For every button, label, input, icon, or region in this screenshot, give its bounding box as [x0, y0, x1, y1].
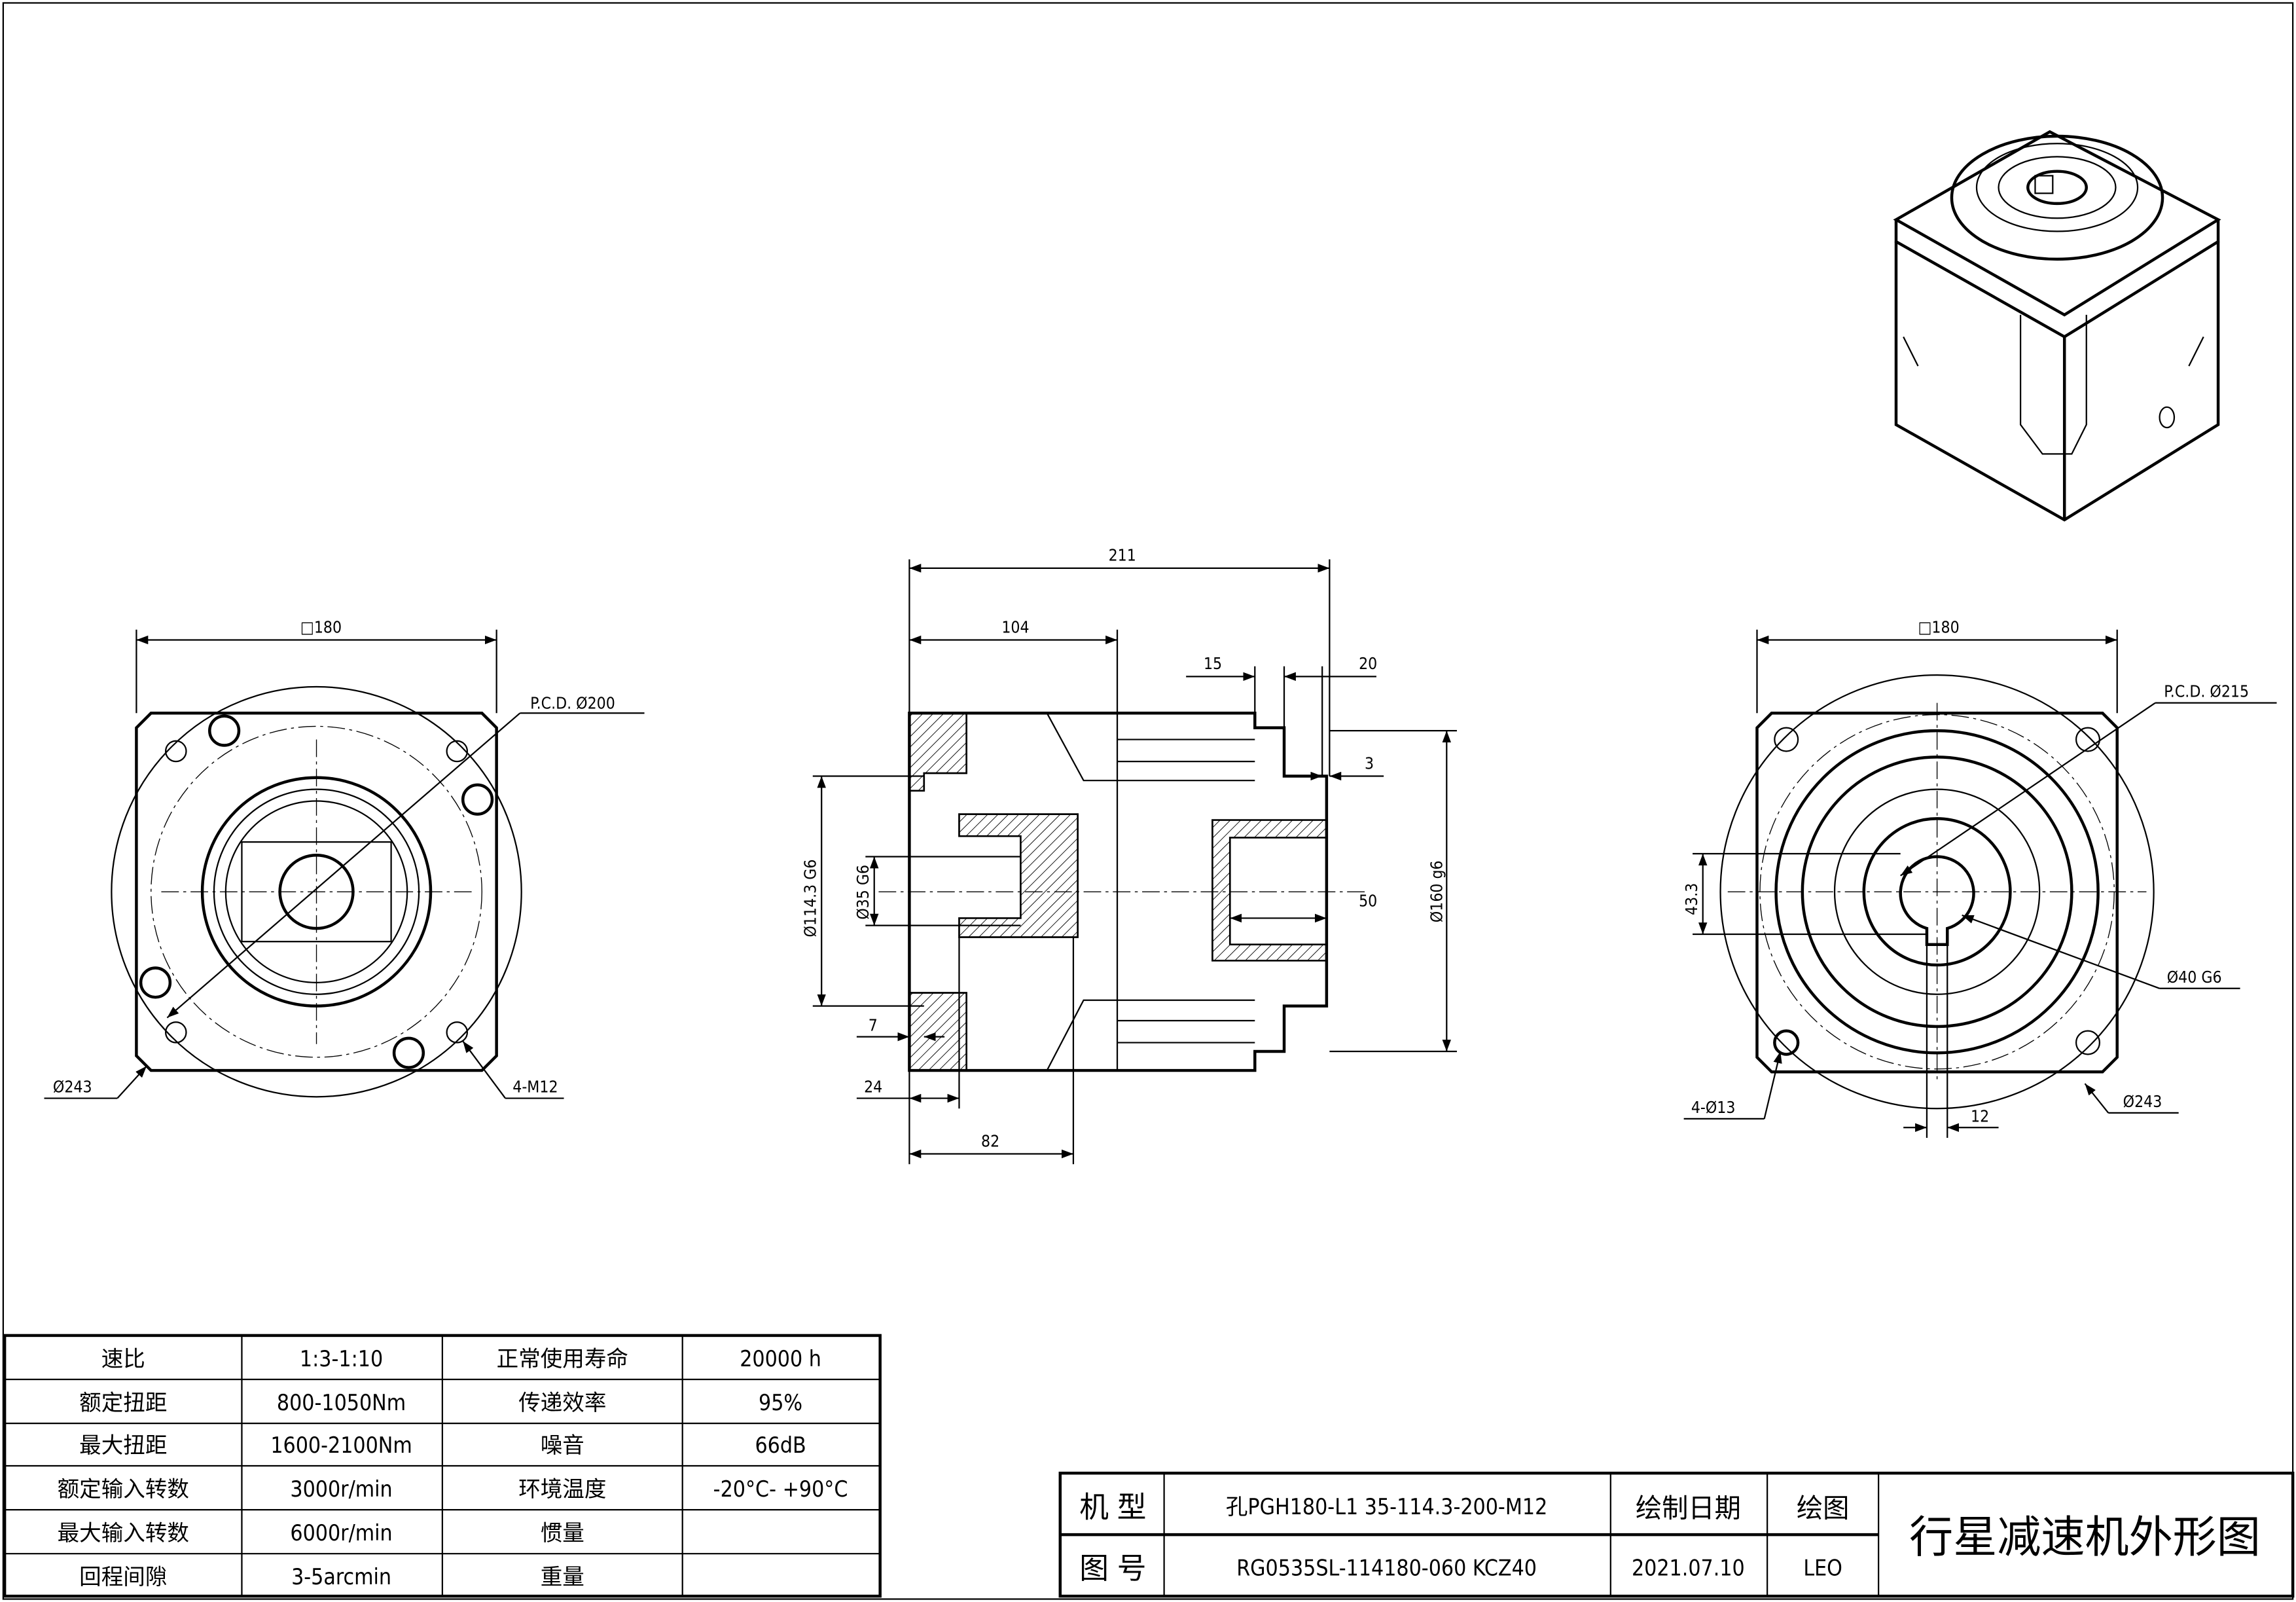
dim-spigot: Ø114.3 G6: [800, 860, 819, 938]
dim-key-height: 43.3: [1682, 883, 1701, 915]
dim-thread: 4-M12: [512, 1078, 558, 1097]
spec-label: 惯量: [541, 1520, 584, 1546]
dim-shaft: Ø40 G6: [2167, 968, 2222, 987]
spec-value: 20000 h: [740, 1346, 821, 1372]
spec-value: 95%: [759, 1390, 802, 1415]
spec-label: 额定输入转数: [58, 1476, 189, 1502]
spec-value: 1:3-1:10: [300, 1346, 383, 1372]
spec-label: 最大输入转数: [58, 1520, 189, 1546]
spec-label: 传递效率: [518, 1390, 606, 1415]
spec-value: 3000r/min: [290, 1476, 392, 1502]
drawn-by-label: 绘图: [1797, 1493, 1850, 1523]
dim-outer-left: Ø243: [53, 1078, 92, 1097]
dim-104: 104: [1001, 617, 1029, 636]
title-block: 机 型 孔PGH180-L1 35-114.3-200-M12 图 号 RG05…: [1058, 1471, 2295, 1598]
spec-label: 速比: [101, 1346, 145, 1372]
spec-label: 重量: [541, 1564, 584, 1590]
dim-7: 7: [869, 1016, 878, 1035]
spec-label: 噪音: [541, 1432, 584, 1458]
spec-row: 额定扭距 800-1050Nm 传递效率 95%: [79, 1390, 802, 1415]
dim-3: 3: [1365, 754, 1374, 773]
dim-15: 15: [1204, 654, 1222, 673]
dim-square-left: □180: [300, 617, 342, 636]
drawing-title: 行星减速机外形图: [1909, 1512, 2261, 1563]
dim-24: 24: [864, 1078, 882, 1097]
spec-value: 1600-2100Nm: [270, 1432, 412, 1458]
dim-square-right: □180: [1918, 617, 1960, 636]
dim-50: 50: [1359, 892, 1377, 911]
model-value: 孔PGH180-L1 35-114.3-200-M12: [1226, 1494, 1547, 1520]
spec-row: 回程间隙 3-5arcmin 重量: [79, 1564, 584, 1590]
spec-table: 速比 1:3-1:10 正常使用寿命 20000 h 额定扭距 800-1050…: [3, 1334, 882, 1598]
dim-82: 82: [981, 1131, 999, 1150]
drawn-by-value: LEO: [1803, 1556, 1842, 1581]
date-label: 绘制日期: [1636, 1493, 1741, 1523]
dim-bore: Ø35 G6: [853, 865, 872, 920]
dim-key-width: 12: [1971, 1106, 1989, 1125]
spec-label: 回程间隙: [79, 1564, 167, 1590]
output-flange-view: □180 P.C.D. Ø215 43.3 Ø40 G6 4-Ø13 Ø243 …: [1682, 617, 2277, 1138]
side-section-view: 211 104 15 20 3 Ø160 g6 Ø114.3 G6 Ø35 G6…: [800, 546, 1457, 1165]
spec-label: 正常使用寿命: [497, 1346, 628, 1372]
date-value: 2021.07.10: [1632, 1556, 1745, 1581]
dim-pcd-left: P.C.D. Ø200: [530, 694, 615, 713]
dim-pcd-right: P.C.D. Ø215: [2164, 682, 2249, 701]
spec-value: 6000r/min: [290, 1520, 392, 1546]
model-label: 机 型: [1079, 1489, 1146, 1524]
dim-overall-length: 211: [1109, 546, 1136, 565]
spec-row: 最大输入转数 6000r/min 惯量: [58, 1520, 584, 1546]
spec-label: 最大扭距: [79, 1432, 167, 1458]
isometric-view: [1893, 130, 2221, 522]
spec-value: -20°C- +90°C: [713, 1476, 848, 1502]
spec-value: 800-1050Nm: [277, 1390, 406, 1415]
spec-row: 额定输入转数 3000r/min 环境温度 -20°C- +90°C: [58, 1476, 848, 1502]
spec-row: 速比 1:3-1:10 正常使用寿命 20000 h: [101, 1346, 821, 1372]
dim-pilot: Ø160 g6: [1427, 860, 1446, 922]
spec-label: 额定扭距: [79, 1390, 167, 1415]
spec-value: 66dB: [755, 1432, 806, 1458]
drawing-no-label: 图 号: [1079, 1551, 1146, 1586]
dim-20: 20: [1359, 654, 1377, 673]
drawing-no-value: RG0535SL-114180-060 KCZ40: [1236, 1556, 1537, 1581]
dim-outer-right: Ø243: [2123, 1092, 2162, 1111]
spec-row: 最大扭距 1600-2100Nm 噪音 66dB: [79, 1432, 806, 1458]
spec-value: 3-5arcmin: [291, 1564, 391, 1590]
input-flange-view: □180 P.C.D. Ø200 Ø243 4-M12: [44, 617, 645, 1099]
spec-label: 环境温度: [518, 1476, 606, 1502]
dim-holes: 4-Ø13: [1691, 1098, 1736, 1117]
